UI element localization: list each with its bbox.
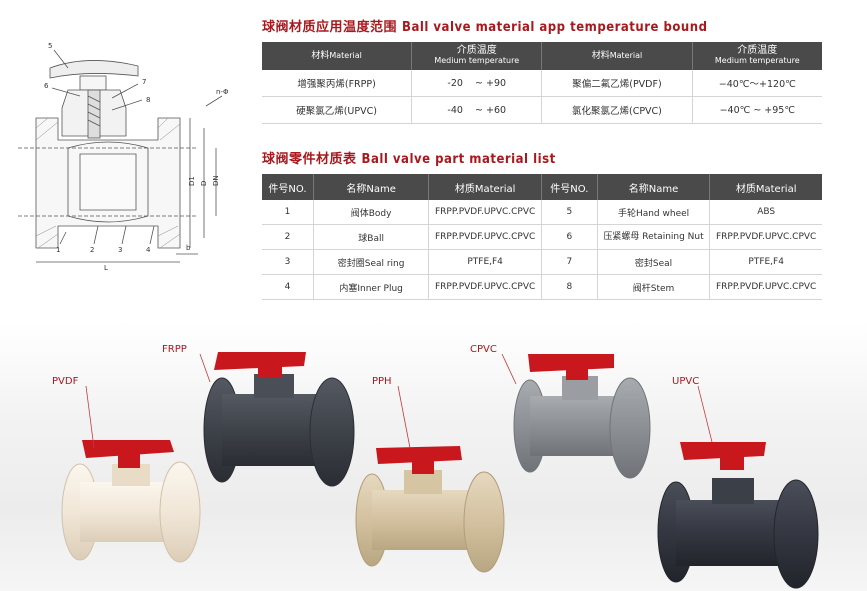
dim-l: L	[104, 264, 108, 271]
dim-n-phi: n-Φ	[216, 88, 229, 96]
label-pvdf: PVDF	[52, 376, 79, 387]
cell: 手轮Hand wheel	[597, 200, 711, 225]
cell: 内塞Inner Plug	[313, 274, 430, 300]
label-pph: PPH	[372, 376, 392, 387]
table-row: 增强聚丙烯(FRPP) -20 ~ +90 聚偏二氟乙烯(PVDF) −40℃～…	[262, 70, 822, 97]
cell: −40℃～+120℃	[692, 70, 822, 97]
callout-7: 7	[142, 78, 146, 86]
cpvc-valve	[513, 354, 651, 479]
cell: 氯化聚氯乙烯(CPVC)	[541, 96, 693, 124]
cell: FRPP.PVDF.UPVC.CPVC	[709, 224, 822, 250]
temperature-title-en: Ball valve material app temperature boun…	[402, 20, 708, 35]
cell: FRPP.PVDF.UPVC.CPVC	[428, 200, 542, 225]
header-material-1: 材料Material	[262, 42, 413, 70]
callout-4: 4	[146, 246, 151, 254]
ball-valve-cross-section-drawing: 5 6 7 8 1 2 3 4 DN D D1 n-Φ L b	[18, 42, 229, 271]
temperature-title-zh: 球阀材质应用温度范围	[262, 20, 398, 35]
pvdf-valve	[61, 440, 201, 563]
upvc-valve	[657, 442, 819, 589]
cell: 3	[262, 249, 314, 275]
table-row: 硬聚氯乙烯(UPVC) -40 ~ +60 氯化聚氯乙烯(CPVC) −40℃ …	[262, 96, 822, 124]
header-material-2: 材质Material	[709, 174, 822, 200]
callout-5: 5	[48, 42, 52, 50]
parts-table-header: 件号NO. 名称Name 材质Material 件号NO. 名称Name 材质M…	[262, 174, 822, 200]
callout-8: 8	[146, 96, 150, 104]
label-upvc: UPVC	[672, 376, 699, 387]
cell: 密封Seal	[597, 249, 711, 275]
callout-2: 2	[90, 246, 94, 254]
dim-dn: DN	[212, 175, 220, 186]
cell: FRPP.PVDF.UPVC.CPVC	[709, 274, 822, 300]
cell: FRPP.PVDF.UPVC.CPVC	[428, 274, 542, 300]
parts-section-title: 球阀零件材质表 Ball valve part material list	[262, 148, 556, 167]
callout-1: 1	[56, 246, 60, 254]
cell: PTFE,F4	[709, 249, 822, 275]
temperature-section-title: 球阀材质应用温度范围 Ball valve material app tempe…	[262, 16, 707, 35]
cell: 6	[541, 224, 598, 250]
frpp-valve	[203, 352, 355, 487]
cell: 密封圈Seal ring	[313, 249, 430, 275]
cell: -40 ~ +60	[411, 96, 543, 124]
cell: 2	[262, 224, 314, 250]
header-material-2: 材料Material	[541, 42, 693, 70]
cell: 压紧螺母 Retaining Nut	[597, 224, 711, 250]
cell: PTFE,F4	[428, 249, 542, 275]
callout-6: 6	[44, 82, 49, 90]
header-no-2: 件号NO.	[541, 174, 598, 200]
cell: 1	[262, 200, 314, 225]
cell: 5	[541, 200, 598, 225]
cell: 硬聚氯乙烯(UPVC)	[262, 96, 413, 124]
pph-valve	[355, 446, 505, 573]
parts-table: 件号NO. 名称Name 材质Material 件号NO. 名称Name 材质M…	[262, 174, 822, 300]
cell: 7	[541, 249, 598, 275]
header-name-1: 名称Name	[313, 174, 430, 200]
cell: FRPP.PVDF.UPVC.CPVC	[428, 224, 542, 250]
cell: -20 ~ +90	[411, 70, 543, 97]
label-frpp: FRPP	[162, 344, 187, 355]
header-name-2: 名称Name	[597, 174, 711, 200]
parts-title-zh: 球阀零件材质表	[262, 152, 357, 167]
cell: ABS	[709, 200, 822, 225]
cell: −40℃ ~ +95℃	[692, 96, 822, 124]
header-no-1: 件号NO.	[262, 174, 314, 200]
valve-illustrations: PVDF FRPP PPH	[52, 344, 819, 589]
cell: 阀杆Stem	[597, 274, 711, 300]
dim-d: D	[200, 181, 208, 186]
cell: 增强聚丙烯(FRPP)	[262, 70, 413, 97]
dim-b: b	[186, 244, 191, 252]
dim-d1: D1	[188, 176, 196, 186]
cell: 8	[541, 274, 598, 300]
cell: 聚偏二氟乙烯(PVDF)	[541, 70, 693, 97]
cell: 阀体Body	[313, 200, 430, 225]
label-cpvc: CPVC	[470, 344, 497, 355]
cell: 4	[262, 274, 314, 300]
parts-title-en: Ball valve part material list	[361, 152, 556, 167]
product-photo-area: PVDF FRPP PPH	[0, 322, 867, 591]
header-material-1: 材质Material	[428, 174, 542, 200]
cell: 球Ball	[313, 224, 430, 250]
callout-3: 3	[118, 246, 122, 254]
